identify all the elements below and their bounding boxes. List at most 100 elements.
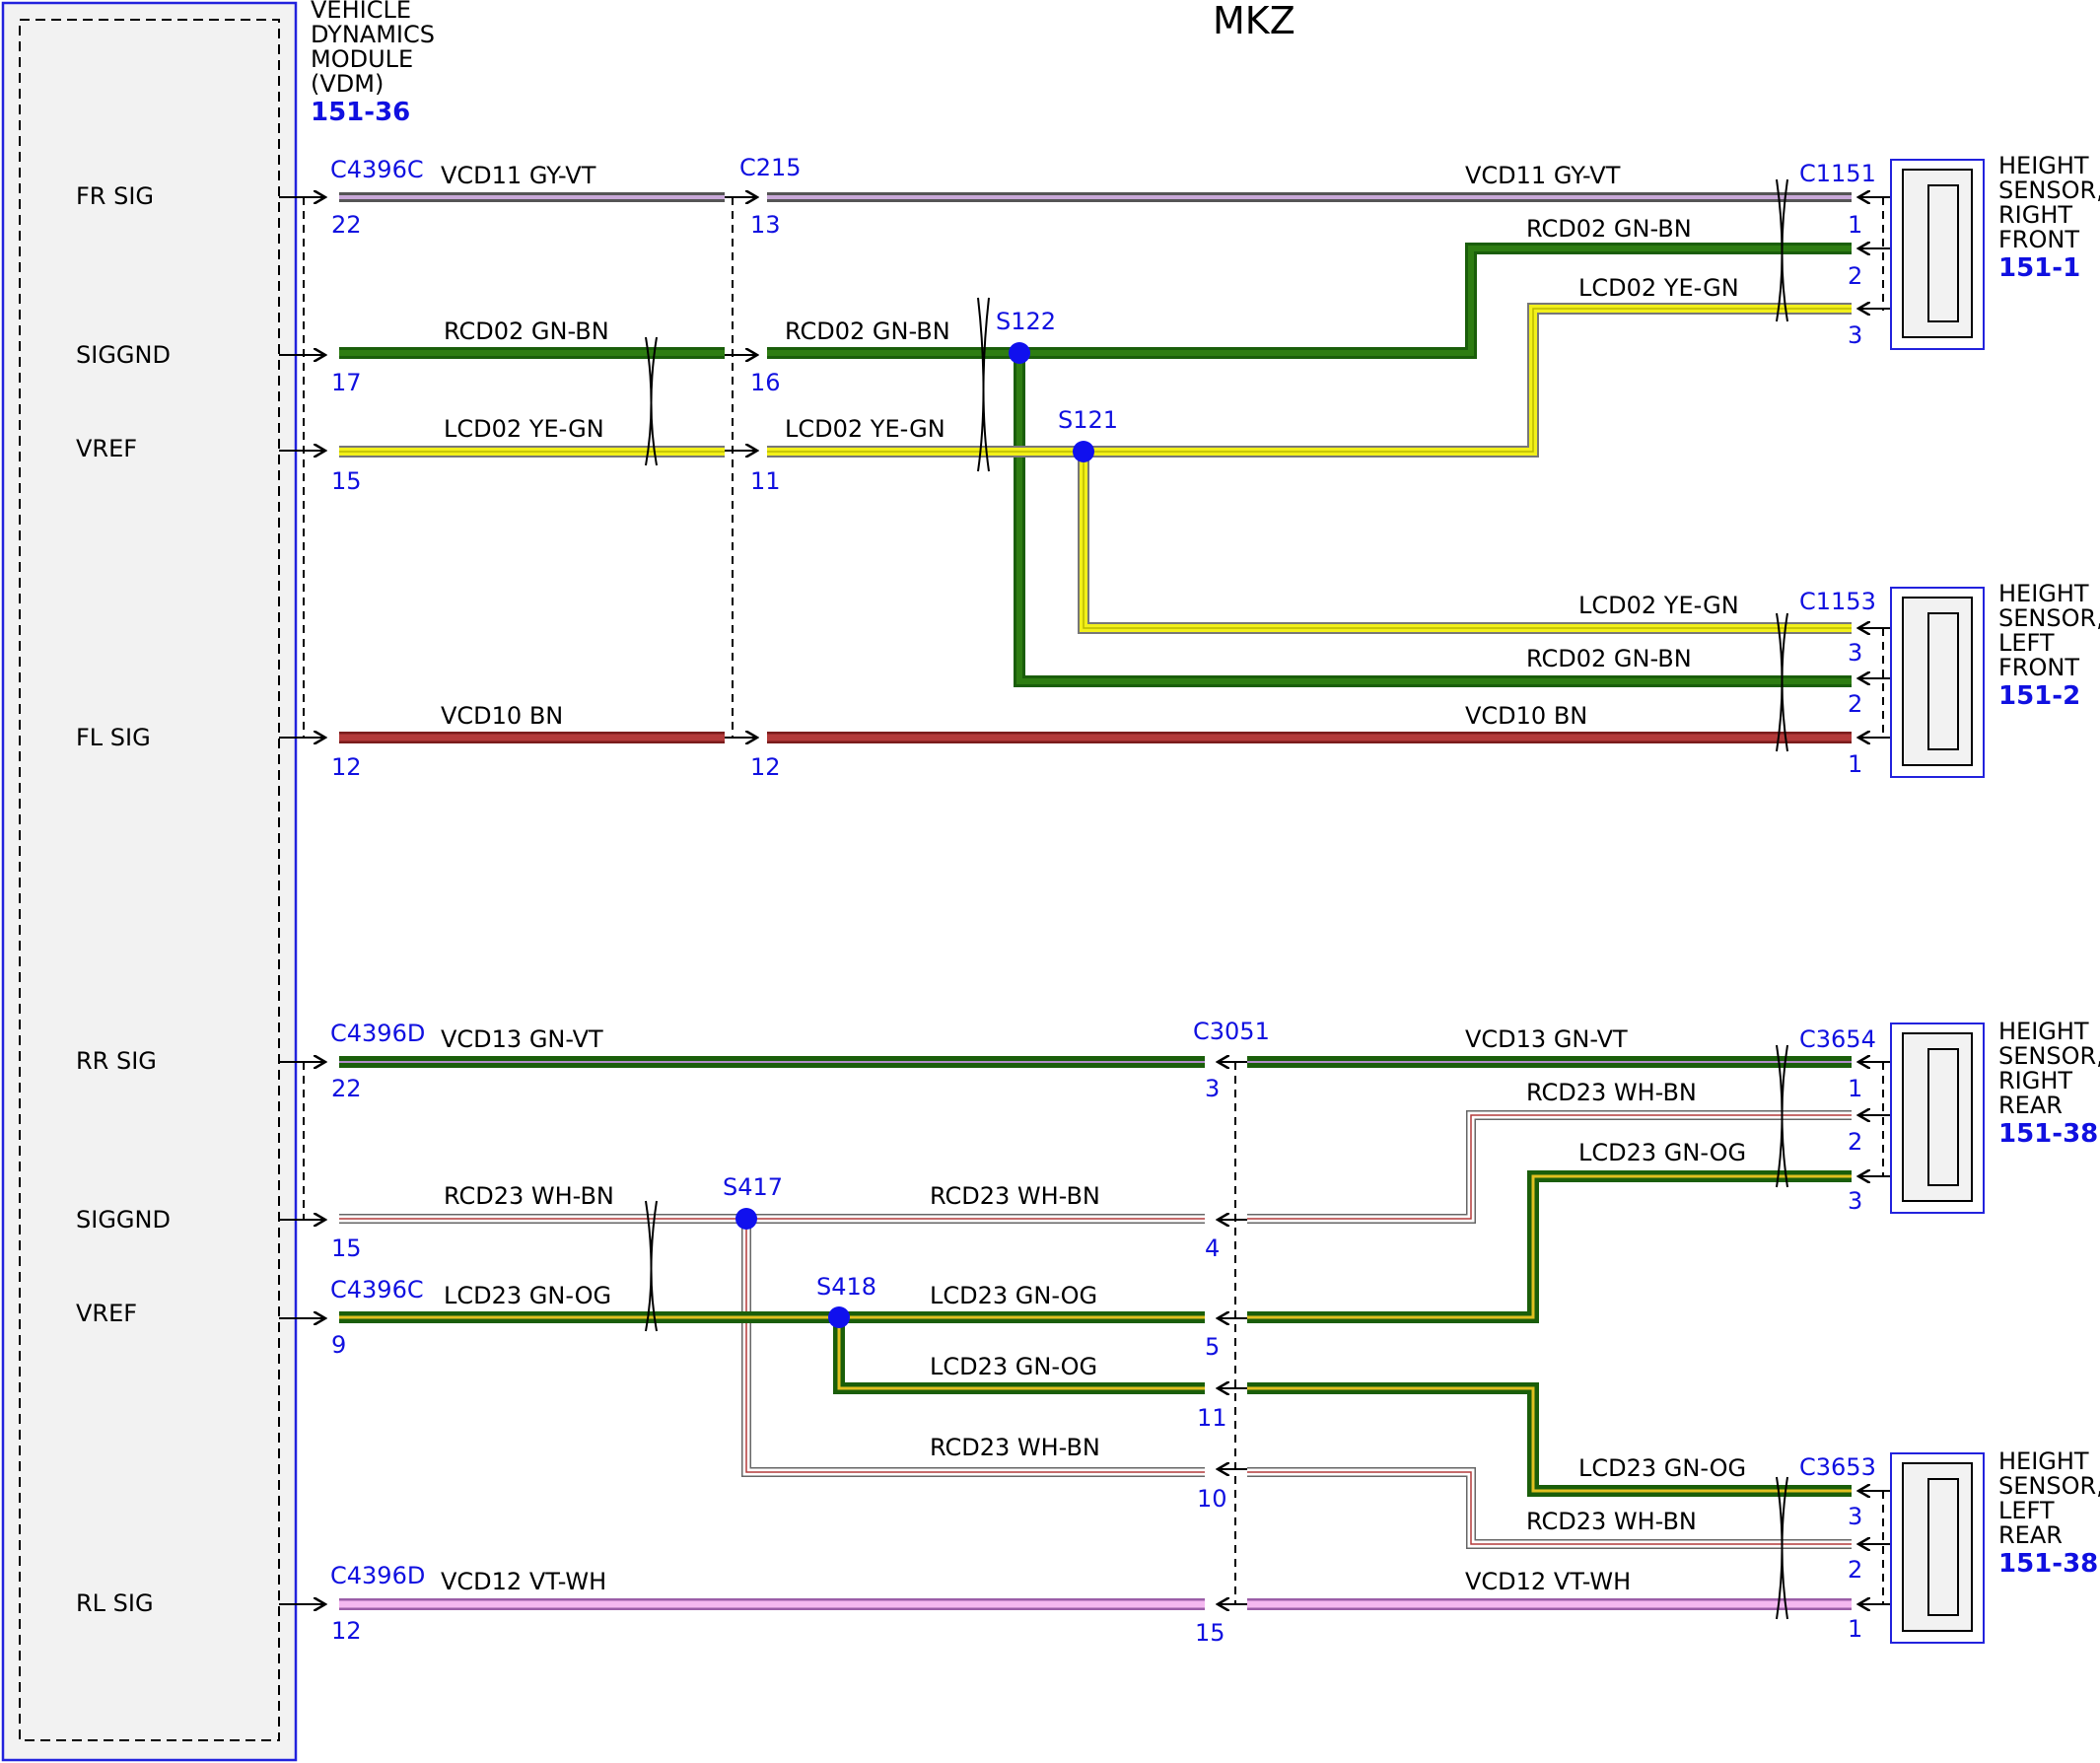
wire-label: LCD23 GN-OG <box>444 1282 611 1309</box>
pin-number: 13 <box>750 211 781 239</box>
pin-number: 15 <box>1195 1619 1225 1647</box>
wire-label: RCD02 GN-BN <box>444 317 609 345</box>
pin-number: 4 <box>1205 1234 1220 1262</box>
wire-label: VCD12 VT-WH <box>1465 1568 1631 1595</box>
pin-number: 3 <box>1848 1187 1862 1215</box>
conn-c3051: C3051 <box>1193 1018 1270 1045</box>
sensor-rf-l2: SENSOR, <box>1998 176 2100 204</box>
pin-number: 11 <box>1197 1404 1227 1432</box>
pin-number: 15 <box>331 1234 362 1262</box>
splice-s122: S122 <box>996 308 1056 335</box>
wire-label: RCD23 WH-BN <box>930 1434 1100 1461</box>
conn-c4396d-2: C4396D <box>330 1562 425 1589</box>
pin-number: 12 <box>331 1617 362 1645</box>
conn-c4396c: C4396C <box>330 156 424 183</box>
pin-number: 12 <box>331 753 362 781</box>
wire-label: VCD11 GY-VT <box>1465 162 1621 189</box>
wire-label: VCD10 BN <box>441 702 563 730</box>
pin-number: 3 <box>1848 321 1862 349</box>
wire-label: VCD12 VT-WH <box>441 1568 606 1595</box>
sensor-rf-l1: HEIGHT <box>1998 152 2089 179</box>
pin-number: 5 <box>1205 1333 1220 1361</box>
wire-label: VCD13 GN-VT <box>1465 1025 1628 1053</box>
pin-number: 22 <box>331 211 362 239</box>
conn-c1153: C1153 <box>1799 588 1876 615</box>
sensor-lf-l2: SENSOR, <box>1998 604 2100 632</box>
pin-rr-sig: RR SIG <box>76 1047 157 1075</box>
conn-c4396c-2: C4396C <box>330 1276 424 1304</box>
wire-label: RCD02 GN-BN <box>1526 215 1692 243</box>
sensor-lr-ref: 151-38 <box>1998 1549 2098 1579</box>
pin-number: 12 <box>750 753 781 781</box>
conn-c1151: C1151 <box>1799 160 1876 187</box>
conn-c3653: C3653 <box>1799 1453 1876 1481</box>
pin-number: 3 <box>1205 1075 1220 1102</box>
wire-lcd23 <box>339 1170 1852 1497</box>
wire-label: LCD23 GN-OG <box>1578 1454 1746 1482</box>
conn-c3654: C3654 <box>1799 1025 1876 1053</box>
wire-label: RCD02 GN-BN <box>785 317 950 345</box>
wire-label: LCD02 YE-GN <box>1578 592 1739 619</box>
pin-number: 1 <box>1848 1615 1862 1643</box>
wire-label: LCD02 YE-GN <box>1578 274 1739 302</box>
pin-fr-sig: FR SIG <box>76 182 154 210</box>
pin-number: 1 <box>1848 1075 1862 1102</box>
sensor-rf-l4: FRONT <box>1998 226 2079 253</box>
sensor-left-front <box>1890 587 1985 778</box>
diagram-title: MKZ <box>1213 0 1295 42</box>
connector-dashes <box>303 197 1884 1604</box>
sensor-right-front <box>1890 159 1985 350</box>
sensor-rr-l2: SENSOR, <box>1998 1042 2100 1070</box>
module-label-4: (VDM) <box>311 70 384 98</box>
pin-rl-sig: RL SIG <box>76 1589 154 1617</box>
pin-number: 3 <box>1848 639 1862 667</box>
pin-number: 1 <box>1848 750 1862 778</box>
pin-numbers: 22 17 15 12 13 16 11 12 1 2 3 3 2 1 22 1… <box>331 211 1862 1647</box>
wire-label: VCD13 GN-VT <box>441 1025 603 1053</box>
sensor-rr-ref: 151-38 <box>1998 1119 2098 1149</box>
pin-number: 15 <box>331 467 362 495</box>
sensor-left-rear <box>1890 1452 1985 1644</box>
twisted-pair-marks <box>645 178 1788 1620</box>
wire-label: RCD23 WH-BN <box>1526 1508 1697 1535</box>
sensor-lf-l4: FRONT <box>1998 654 2079 681</box>
conn-c4396d: C4396D <box>330 1020 425 1047</box>
sensor-rr-l3: RIGHT <box>1998 1067 2072 1094</box>
sensor-rr-l4: REAR <box>1998 1092 2063 1119</box>
sensor-lf-ref: 151-2 <box>1998 681 2080 711</box>
wire-rcd02-front <box>339 243 1852 687</box>
sensor-lr-l3: LEFT <box>1998 1497 2055 1524</box>
sensor-right-rear <box>1890 1023 1985 1214</box>
pin-number: 2 <box>1848 262 1862 290</box>
pin-number: 2 <box>1848 690 1862 718</box>
sensor-lr-l2: SENSOR, <box>1998 1472 2100 1500</box>
wire-label: RCD23 WH-BN <box>444 1182 614 1210</box>
splice-s122-dot <box>1009 342 1030 364</box>
splice-s121: S121 <box>1058 406 1118 434</box>
sensor-lr-l1: HEIGHT <box>1998 1447 2089 1475</box>
module-label-3: MODULE <box>311 45 413 73</box>
module-label-2: DYNAMICS <box>311 21 435 48</box>
pin-number: 2 <box>1848 1128 1862 1156</box>
pin-number: 10 <box>1197 1485 1227 1513</box>
sensor-rf-ref: 151-1 <box>1998 253 2080 283</box>
pin-number: 11 <box>750 467 781 495</box>
pin-number: 3 <box>1848 1503 1862 1530</box>
sensor-lf-l1: HEIGHT <box>1998 580 2089 607</box>
splice-s417: S417 <box>723 1173 783 1201</box>
pin-siggnd-1: SIGGND <box>76 341 171 369</box>
vdm-module <box>1 1 298 1762</box>
pin-fl-sig: FL SIG <box>76 724 151 751</box>
wire-label: LCD02 YE-GN <box>785 415 945 443</box>
sensor-lf-l3: LEFT <box>1998 629 2055 657</box>
pin-vref-2: VREF <box>76 1300 137 1327</box>
sensor-rr-l1: HEIGHT <box>1998 1018 2089 1045</box>
pin-number: 2 <box>1848 1556 1862 1584</box>
splice-s417-dot <box>735 1208 757 1230</box>
pin-number: 16 <box>750 369 781 396</box>
module-label-1: VEHICLE <box>311 0 411 24</box>
splice-s418-dot <box>828 1306 850 1328</box>
sensor-lr-l4: REAR <box>1998 1521 2063 1549</box>
wire-label: RCD23 WH-BN <box>1526 1079 1697 1106</box>
